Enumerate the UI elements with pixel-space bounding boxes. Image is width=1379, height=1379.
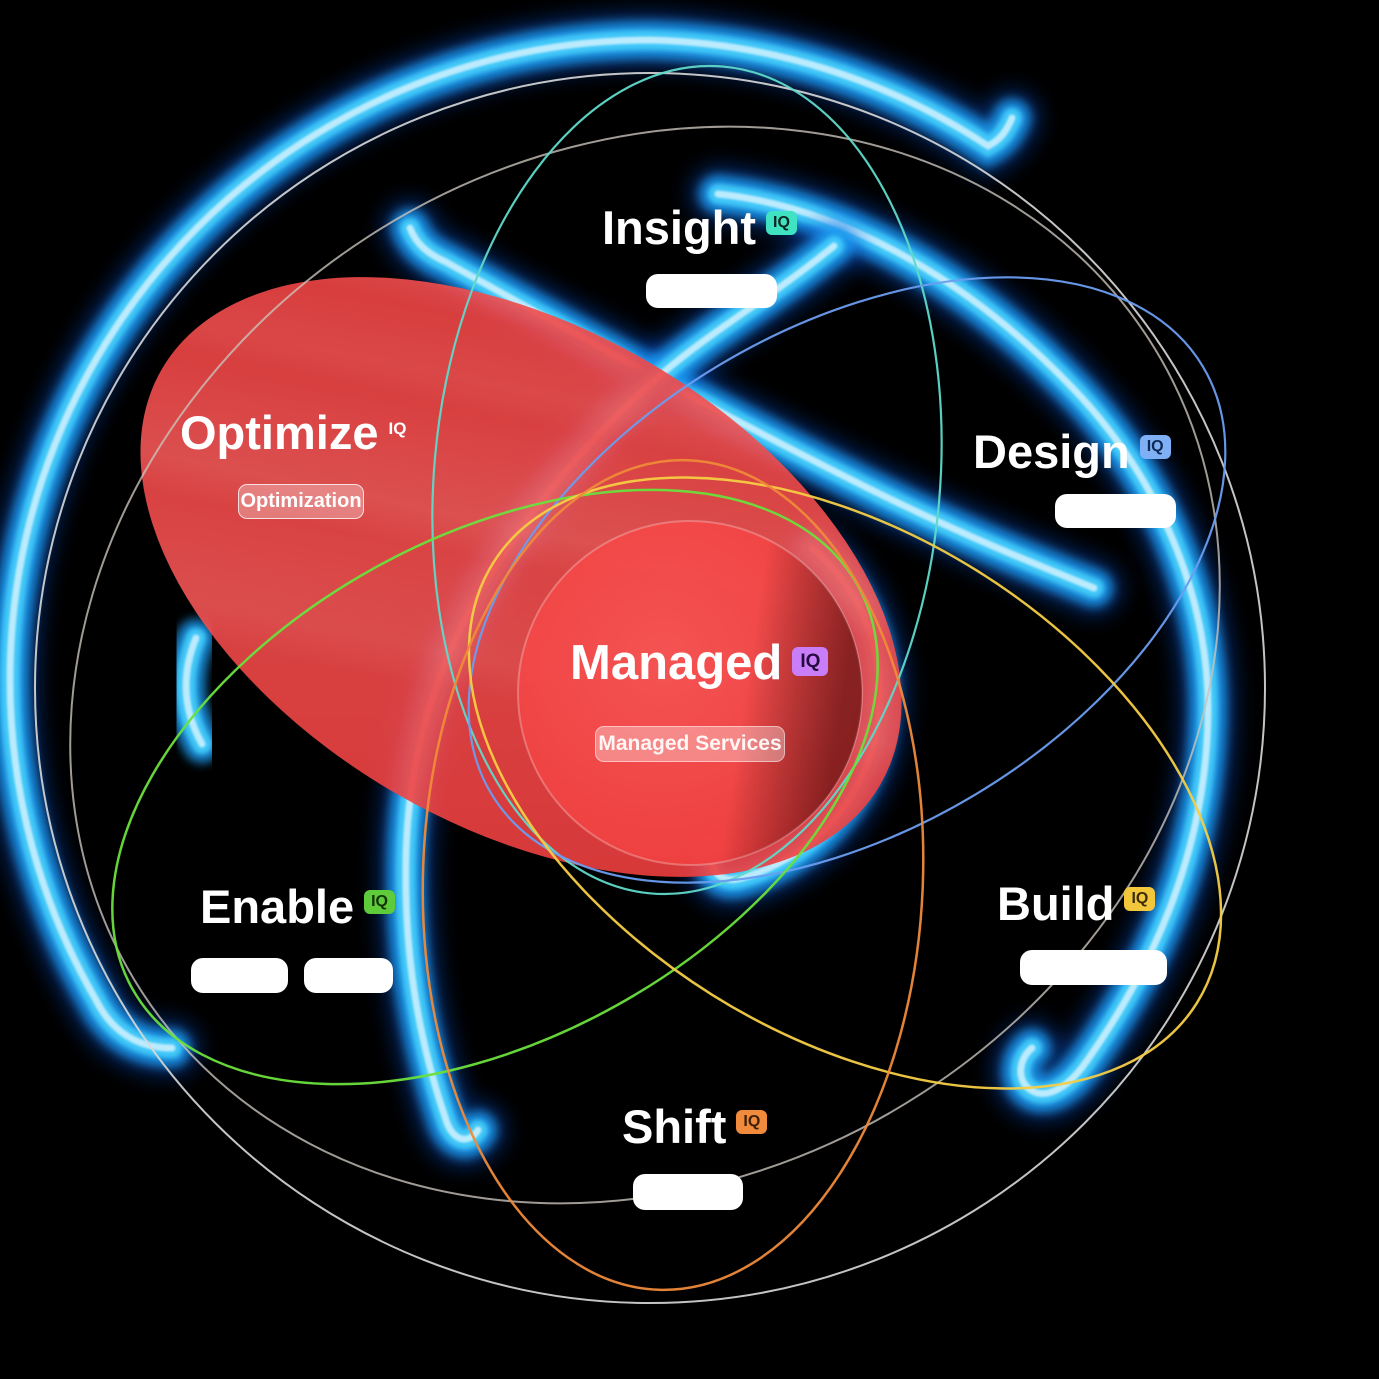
enable-iq-badge: IQ [364, 890, 395, 914]
label-build: Build IQ [997, 877, 1156, 930]
shift-label-text: Shift [622, 1100, 727, 1153]
design-label-text: Design [973, 425, 1130, 478]
outer-boundary-circle [34, 72, 1266, 1304]
enable-pill-button-1[interactable] [191, 958, 288, 993]
design-petal-ellipse [467, 276, 1227, 884]
optimize-iq-badge: IQ [388, 419, 407, 438]
label-shift: Shift IQ [622, 1100, 768, 1153]
optimize-label-text: Optimize [180, 406, 379, 459]
managed-tag-button[interactable]: Managed Services [595, 726, 785, 762]
managed-iq-badge: IQ [792, 647, 829, 676]
label-optimize: Optimize IQ [180, 409, 406, 456]
glow-stroke-small-left [186, 638, 202, 744]
label-enable: Enable IQ [200, 883, 395, 930]
enable-label-text: Enable [200, 880, 355, 933]
design-pill-button[interactable] [1055, 494, 1176, 528]
managed-label-text: Managed [570, 636, 783, 690]
insight-petal-ellipse [431, 64, 943, 896]
managed-circle-fill [517, 520, 863, 866]
build-iq-badge: IQ [1124, 887, 1156, 911]
shift-iq-badge: IQ [736, 1110, 768, 1134]
label-managed: Managed IQ [570, 636, 829, 690]
label-design: Design IQ [973, 428, 1171, 475]
shift-petal-ellipse [421, 458, 925, 1292]
shift-pill-button[interactable] [633, 1174, 743, 1210]
insight-iq-badge: IQ [766, 211, 797, 235]
design-iq-badge: IQ [1139, 435, 1171, 459]
build-label-text: Build [997, 877, 1115, 930]
label-insight: Insight IQ [602, 204, 797, 251]
enable-pill-button-2[interactable] [304, 958, 393, 993]
insight-label-text: Insight [602, 201, 757, 254]
optimize-tag-button[interactable]: Optimization [238, 484, 364, 519]
insight-pill-button[interactable] [646, 274, 777, 308]
build-pill-button[interactable] [1020, 950, 1167, 985]
build-petal-ellipse [467, 476, 1223, 1090]
